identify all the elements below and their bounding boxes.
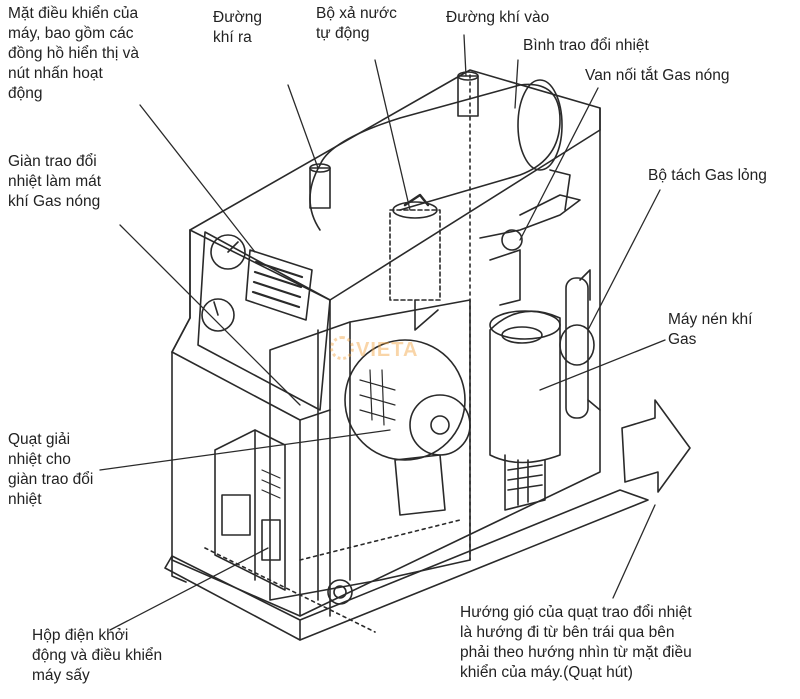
leader-air-in (463, 34, 467, 77)
leader-lines (99, 34, 666, 631)
control-panel (197, 231, 331, 411)
fan-mount (394, 454, 446, 516)
watermark: VIETA (330, 336, 418, 362)
label-heat-exchanger: Bình trao đổi nhiệt (523, 37, 649, 54)
label-control-panel: Mặt điều khiển của máy, bao gồm các đồng… (8, 5, 139, 102)
pressure-gauge-top (210, 234, 246, 270)
bypass-valve (479, 169, 581, 306)
leader-condenser (119, 224, 301, 406)
label-auto-drain: Bộ xả nước tự động (316, 5, 397, 42)
fan-guard (344, 339, 466, 461)
label-air-in: Đường khí vào (446, 9, 550, 26)
leader-liquid-separator (587, 189, 661, 331)
gear-icon (330, 336, 354, 360)
label-electrical-box: Hộp điện khởi động và điều khiển máy sấy (32, 627, 163, 684)
condenser-block (269, 299, 471, 601)
label-cooling-fan: Quạt giải nhiệt cho giàn trao đổi nhiệt (8, 431, 94, 508)
label-liquid-separator: Bộ tách Gas lỏng (648, 167, 767, 184)
label-airflow-note: Hướng gió của quạt trao đổi nhiệt là hướ… (460, 604, 692, 681)
leader-heat-exchanger (514, 59, 519, 109)
label-bypass-valve: Van nối tắt Gas nóng (585, 67, 730, 84)
leader-control-panel (139, 104, 256, 253)
leader-bypass-valve (519, 87, 599, 241)
watermark-text: VIETA (356, 339, 419, 361)
compressor (489, 310, 561, 511)
leader-compressor (539, 339, 666, 391)
air-inlet-pipe (457, 71, 479, 117)
air-outlet-pipe (309, 163, 331, 209)
display-panel (245, 249, 313, 321)
pressure-gauge-bottom (201, 298, 235, 332)
leader-air-out (287, 84, 319, 169)
electrical-box (214, 429, 286, 591)
auto-drain (389, 193, 441, 331)
bottom-pipe (299, 519, 461, 605)
leader-cooling-fan (99, 429, 391, 471)
leader-auto-drain (374, 59, 411, 211)
label-air-out: Đường khí ra (213, 9, 262, 46)
liquid-separator (559, 269, 601, 419)
label-condenser: Giàn trao đổi nhiệt làm mát khí Gas nóng (8, 153, 102, 210)
airflow-arrow (621, 399, 691, 493)
label-compressor: Máy nén khí Gas (668, 311, 753, 348)
leader-airflow-note (612, 504, 656, 599)
leader-electrical-box (109, 547, 269, 631)
